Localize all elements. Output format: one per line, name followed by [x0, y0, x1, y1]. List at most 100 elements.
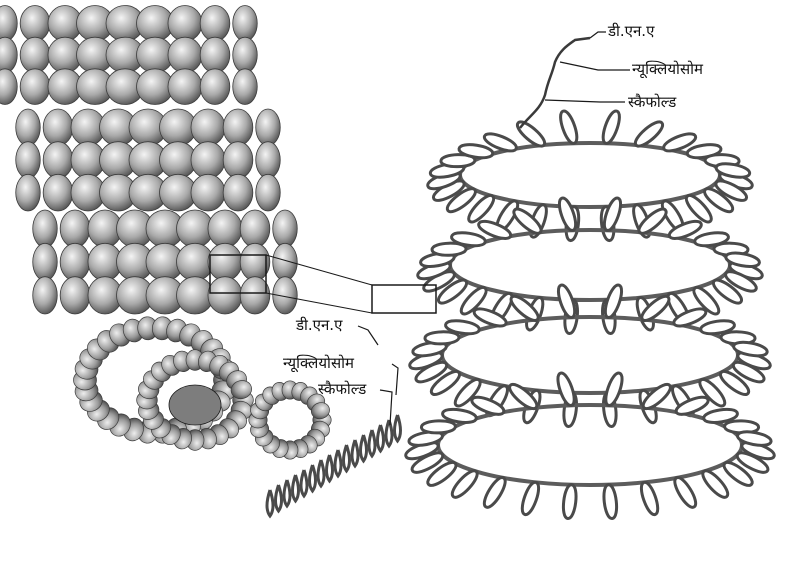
- dna-loop: [284, 480, 290, 506]
- dna-loop: [522, 482, 538, 514]
- dna-loop: [395, 415, 401, 441]
- dna-loop: [558, 373, 574, 405]
- dna-loop: [603, 111, 619, 143]
- nucleosome-bead: [200, 69, 230, 105]
- nucleosome-bead: [233, 69, 258, 105]
- dna-loop: [293, 475, 299, 501]
- nucleosome-bead: [0, 69, 17, 105]
- dna-strand-top: [520, 38, 590, 128]
- nucleosome-bead: [60, 210, 90, 247]
- dna-loop: [561, 111, 577, 143]
- scaffold-with-loops: [406, 111, 774, 519]
- nucleosome-bead: [168, 69, 202, 105]
- dna-loop: [563, 485, 576, 519]
- leader-nucleosome-right: [560, 62, 630, 70]
- dna-loop: [352, 440, 358, 466]
- nucleosome-bead: [223, 142, 253, 179]
- scaffold-ring: [450, 230, 730, 300]
- dna-loop: [318, 460, 324, 486]
- label-nucleosome-right: न्यूक्लियोसोम: [632, 62, 703, 77]
- nucleosome-bead: [240, 210, 270, 247]
- nucleosome-bead: [16, 174, 41, 211]
- nucleosome-bead: [256, 109, 281, 146]
- nucleosome-bead: [60, 243, 90, 280]
- dna-loop: [369, 430, 375, 456]
- scaffold-ring: [442, 317, 738, 393]
- nucleosome-bead: [200, 6, 230, 42]
- nucleosome-bead: [256, 174, 281, 211]
- dna-loop: [327, 455, 333, 481]
- solenoid-coil: [73, 316, 331, 460]
- label-nucleosome-left: न्यूक्लियोसोम: [283, 356, 354, 371]
- scaffold-ring: [460, 143, 720, 207]
- leader-dna-right: [590, 32, 606, 38]
- nucleosome-bead: [43, 109, 73, 146]
- nucleosome-bead: [20, 6, 50, 42]
- dna-loop: [425, 332, 459, 344]
- nucleosome-bead: [20, 37, 50, 73]
- nucleosome-bead: [33, 243, 58, 280]
- nucleosome-bead: [0, 37, 17, 73]
- scaffold-loops-tail: [267, 415, 401, 516]
- dna-loop: [643, 384, 670, 408]
- nucleosome-bead: [208, 243, 242, 280]
- nucleosome-bead: [33, 210, 58, 247]
- leader-nucleosome-left: [392, 364, 398, 395]
- dna-loop: [559, 198, 575, 230]
- nucleosome-bead: [223, 109, 253, 146]
- dna-loop: [310, 465, 316, 491]
- label-dna-left: डी.एन.ए: [296, 318, 342, 333]
- nucleosome-bead: [16, 109, 41, 146]
- dna-loop: [386, 420, 392, 446]
- solenoid-core: [169, 385, 221, 425]
- dna-loop: [344, 445, 350, 471]
- nucleosome-bead: [223, 174, 253, 211]
- scaffold-ring: [438, 405, 742, 485]
- coiled-chromatin-fiber: [0, 6, 297, 315]
- nucleosome-bead: [200, 37, 230, 73]
- dna-loop: [604, 485, 617, 519]
- nucleosome-bead: [233, 6, 258, 42]
- nucleosome-bead: [208, 277, 242, 314]
- leader-scaffold-left: [380, 390, 392, 425]
- nucleosome-bead: [43, 142, 73, 179]
- nucleosome-bead: [233, 37, 258, 73]
- nucleosome-bead: [191, 109, 225, 146]
- dna-loop: [606, 373, 622, 405]
- nucleosome-bead: [16, 142, 41, 179]
- dna-loop: [635, 122, 662, 146]
- dna-loop: [703, 471, 728, 498]
- nucleosome-bead: [43, 174, 73, 211]
- nucleosome-bead: [191, 174, 225, 211]
- dna-loop: [421, 421, 455, 433]
- nucleosome-bead: [256, 142, 281, 179]
- dna-loop: [484, 478, 505, 508]
- dna-loop: [605, 285, 621, 317]
- nucleosome-bead: [168, 6, 202, 42]
- dna-loop: [510, 384, 537, 408]
- dna-loop: [604, 198, 620, 230]
- nucleosome-bead: [273, 243, 298, 280]
- nucleosome-bead: [20, 69, 50, 105]
- nucleosome-bead: [273, 210, 298, 247]
- dna-loop: [558, 285, 574, 317]
- nucleosome-bead: [191, 142, 225, 179]
- dna-loop: [452, 471, 477, 498]
- dna-loop: [335, 450, 341, 476]
- dna-loop: [378, 425, 384, 451]
- nucleosome-bead: [208, 210, 242, 247]
- nucleosome-bead: [0, 6, 17, 42]
- label-scaffold-left: स्कैफोल्ड: [318, 382, 366, 397]
- dna-loop: [361, 435, 367, 461]
- leader-dna-left: [358, 326, 378, 345]
- label-scaffold-right: स्कैफोल्ड: [628, 95, 676, 110]
- dna-loop: [301, 470, 307, 496]
- dna-loop: [675, 478, 696, 508]
- dna-loop: [276, 485, 282, 511]
- nucleosome-bead: [33, 277, 58, 314]
- nucleosome-bead: [168, 37, 202, 73]
- dna-loop: [641, 482, 657, 514]
- dna-loop: [267, 490, 273, 516]
